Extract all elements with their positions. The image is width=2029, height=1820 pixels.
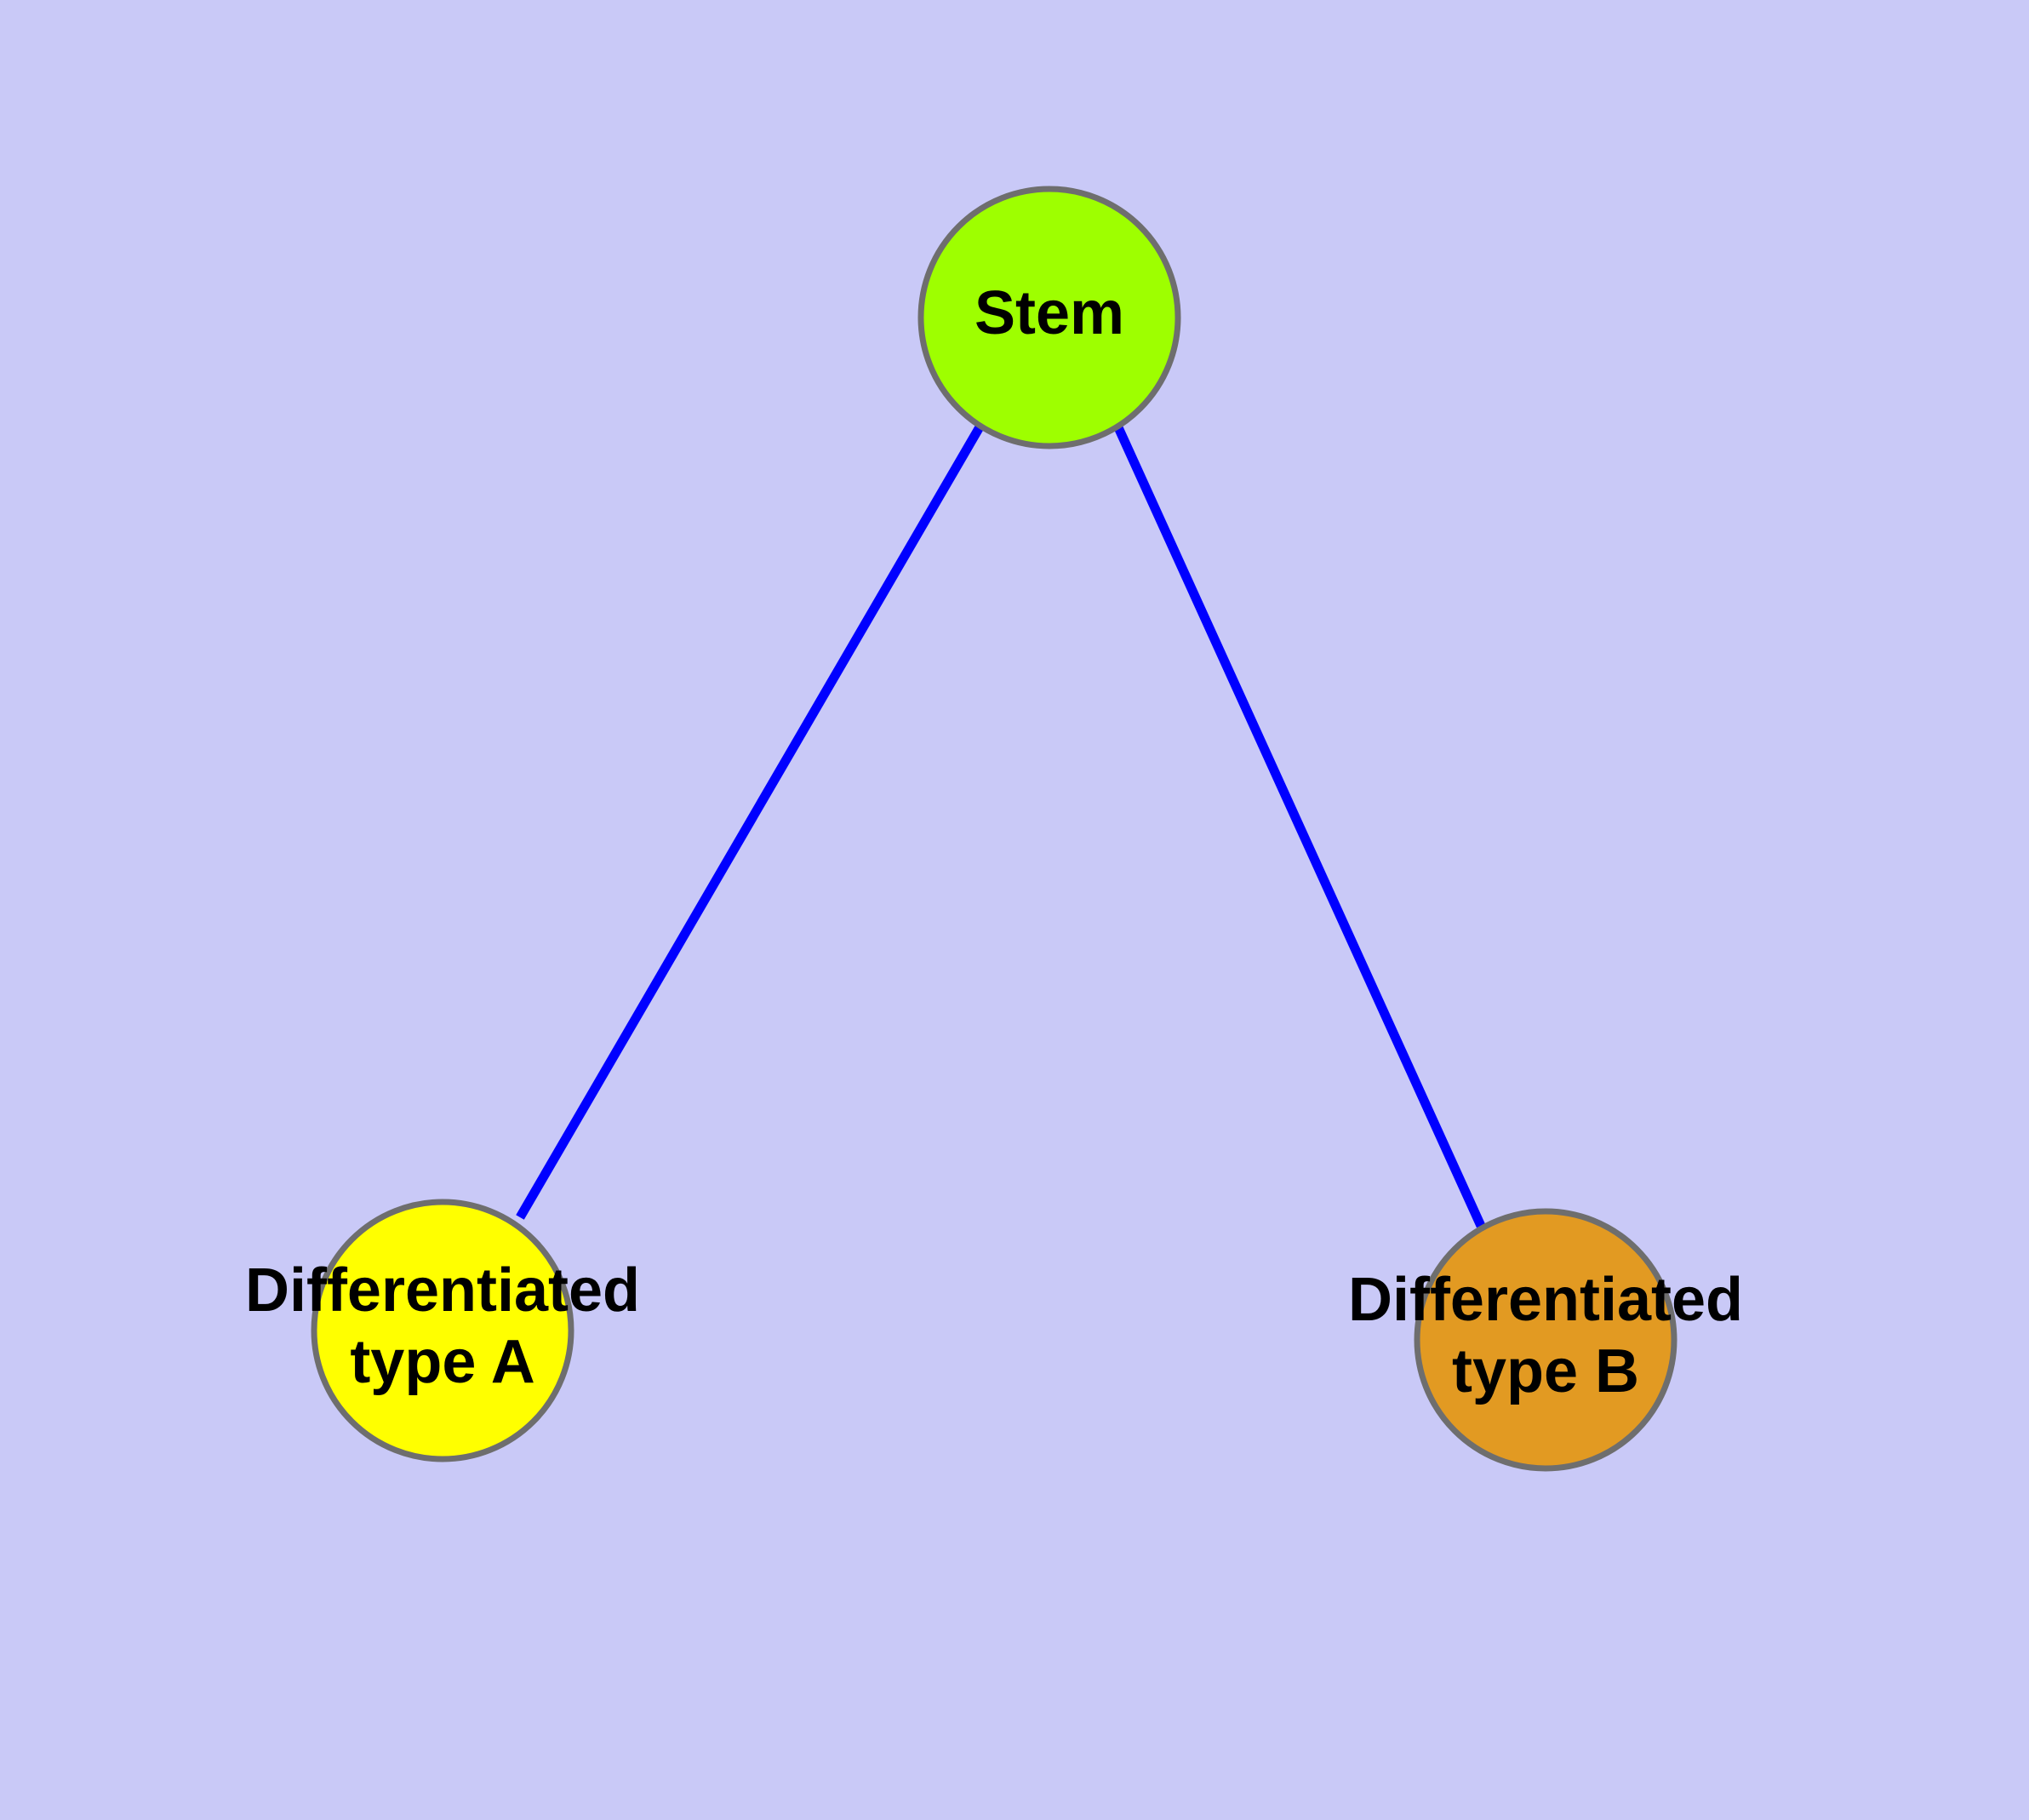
node-label-diff-type-b-line-1: Differentiated [1348,1266,1743,1334]
node-label-stem-line-1: Stem [974,279,1124,347]
node-circle-diff-type-b[interactable] [1414,1208,1677,1472]
edge-stem-to-diff-a[interactable] [516,423,985,1220]
node-label-diff-type-a-line-2: type A [350,1328,534,1396]
node-label-diff-type-a-line-1: Differentiated [245,1256,640,1325]
node-stem[interactable]: Stem [917,186,1181,449]
node-circle-diff-type-a[interactable] [311,1199,574,1462]
edge-stem-to-diff-b[interactable] [1112,423,1486,1228]
node-circle-stem[interactable] [917,186,1181,449]
node-label-diff-type-b-line-2: type B [1452,1337,1639,1405]
edges-layer [516,423,1486,1228]
